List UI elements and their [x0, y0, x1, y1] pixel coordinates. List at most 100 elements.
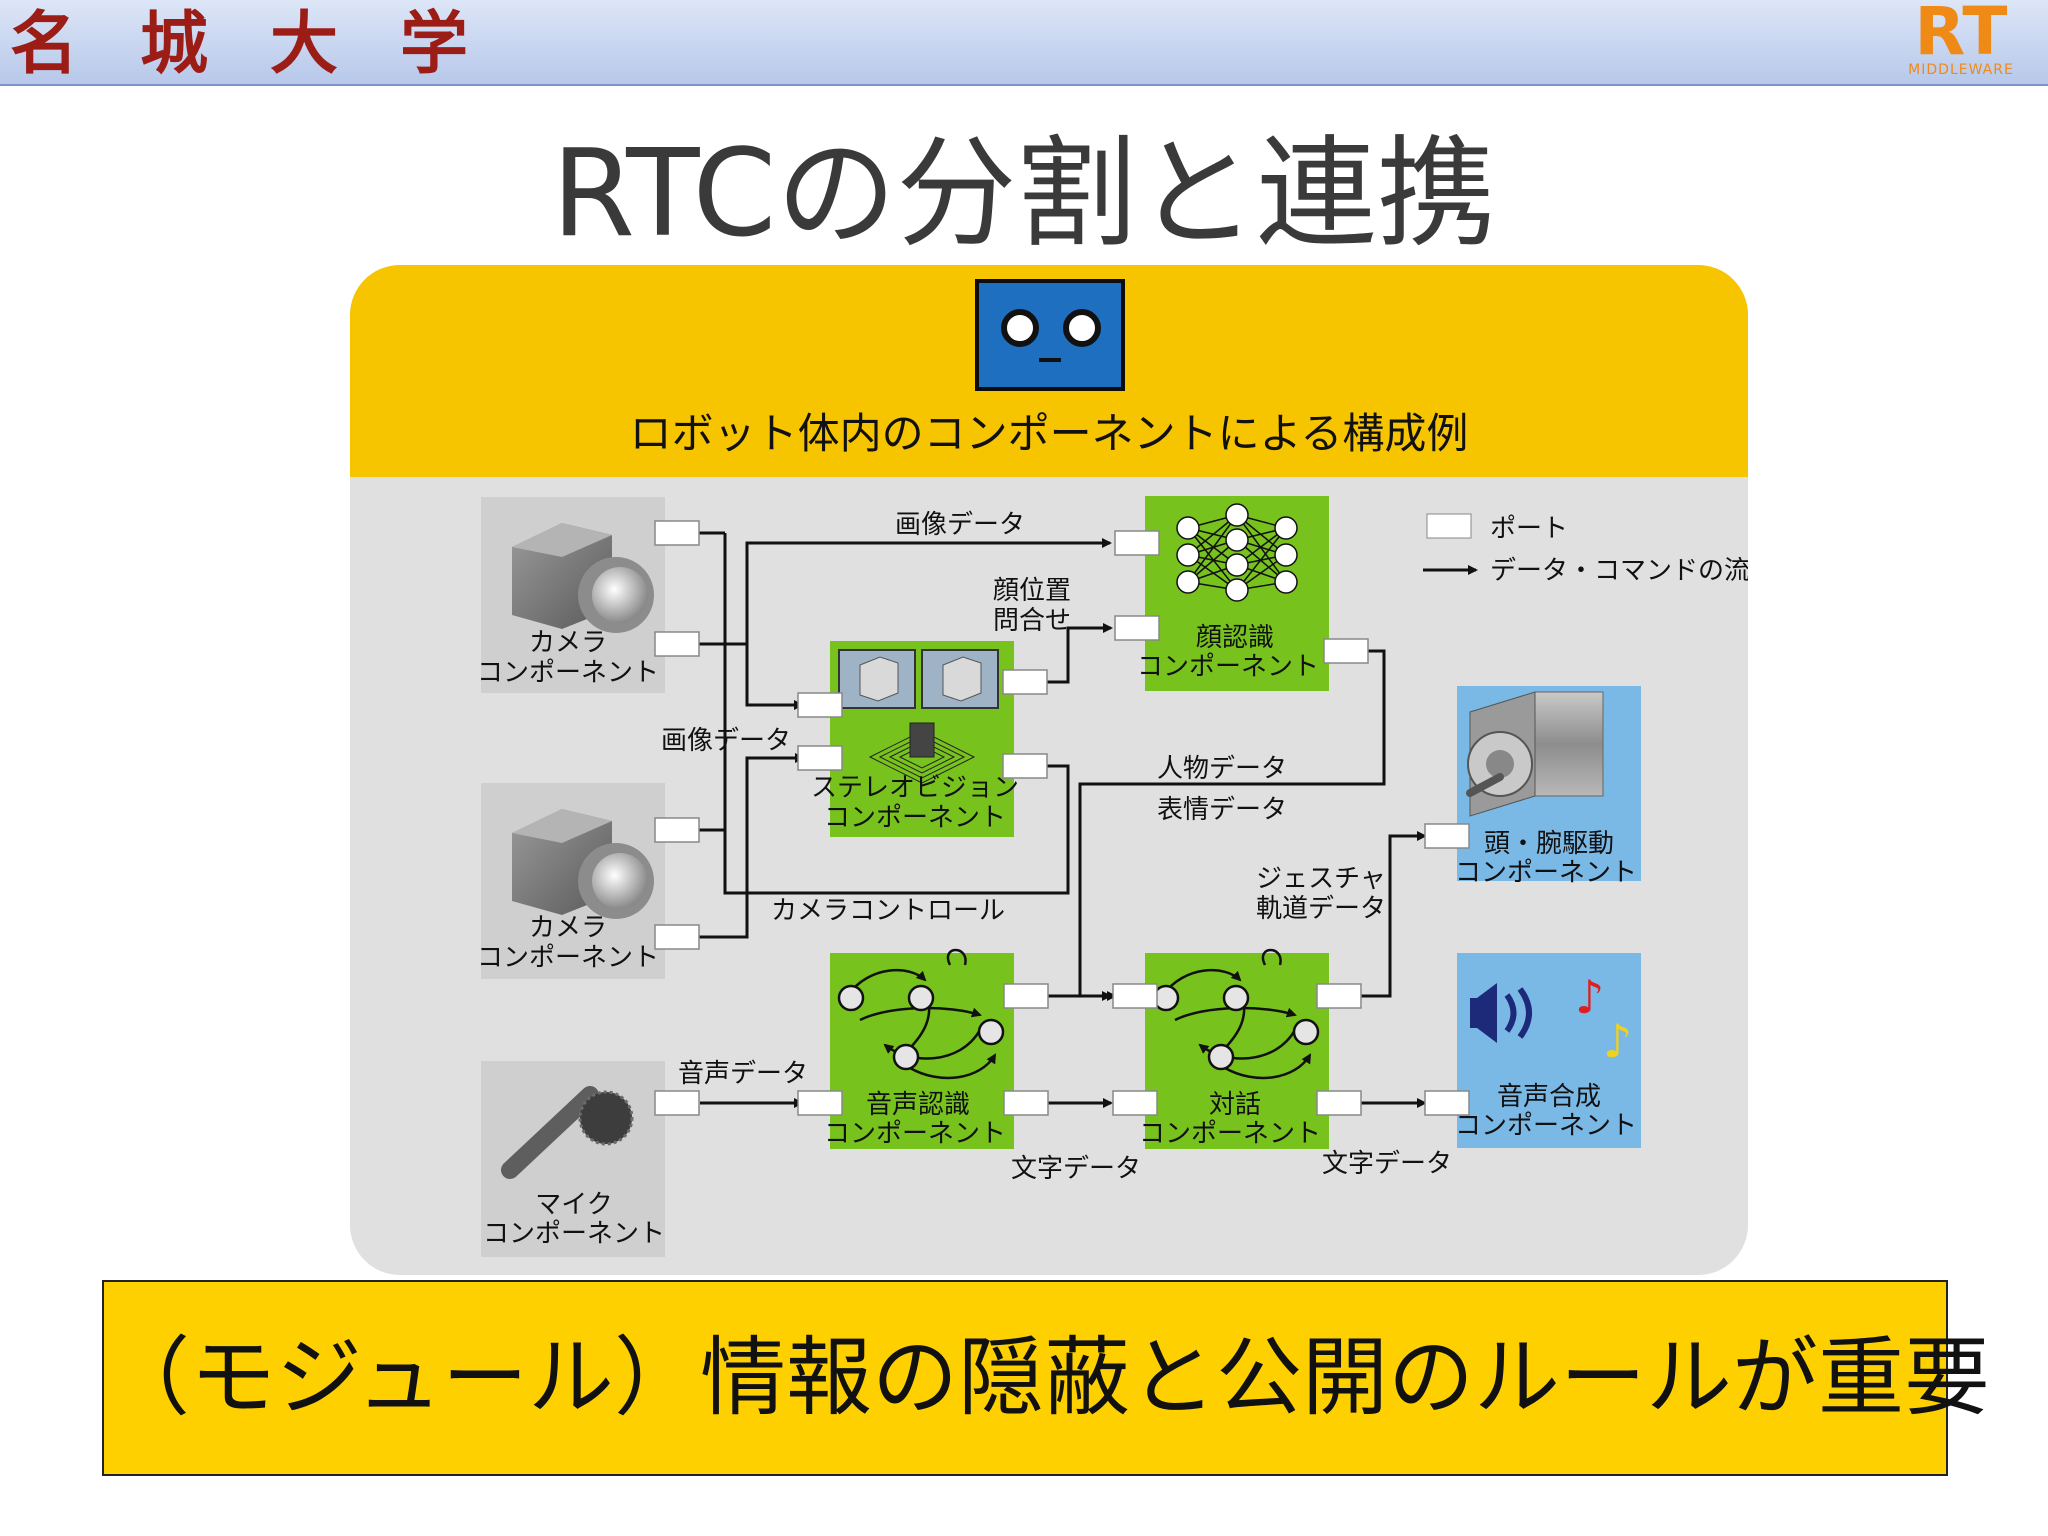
- port-cam2-out-image: [654, 924, 700, 950]
- rt-logo-text: RT: [1914, 0, 2008, 70]
- component-diagram: カメラ コンポーネント カメラ コンポーネント マイク コンポーネ: [477, 496, 1748, 1257]
- speech-synthesis-component: ♪ ♪ 音声合成 コンポーネント: [1455, 953, 1641, 1148]
- legend-port-swatch: [1426, 513, 1472, 539]
- connections: [657, 528, 1427, 1108]
- dialog-component: 対話 コンポーネント: [1139, 948, 1329, 1149]
- legend-port-label: ポート: [1490, 514, 1568, 544]
- camera-2-icon: [512, 809, 654, 919]
- rt-middleware-logo: RT MIDDLEWARE: [1896, 0, 2026, 82]
- bottom-message: （モジュール）情報の隠蔽と公開のルールが重要: [104, 1328, 1990, 1428]
- ports: [654, 520, 1470, 1116]
- camera-1-icon: [512, 523, 654, 633]
- slide-title: RTCの分割と連携: [551, 125, 1497, 264]
- stereo-images-icon: [838, 649, 999, 709]
- 3d-grid-icon: [868, 722, 976, 784]
- bottom-message-box: （モジュール）情報の隠蔽と公開のルールが重要: [102, 1280, 1990, 1476]
- face-position-query: [1023, 623, 1113, 687]
- mic-component: マイク コンポーネント: [481, 1061, 665, 1257]
- stereo-vision-label-line2: コンポーネント: [824, 803, 1006, 833]
- port-mic-out: [654, 1090, 700, 1116]
- legend: ポート データ・コマンドの流れ: [1423, 513, 1748, 586]
- label-text-data-1: 文字データ: [1011, 1154, 1141, 1184]
- label-text-data-2: 文字データ: [1322, 1149, 1452, 1179]
- port-face-out: [1323, 638, 1369, 664]
- port-face-in-query: [1114, 615, 1160, 641]
- face-recognition-label-line2: コンポーネント: [1137, 652, 1319, 682]
- face-recognition-component: 顔認識 コンポーネント: [1137, 496, 1329, 691]
- port-dialog-out-gesture: [1316, 983, 1362, 1009]
- port-speechrec-in: [797, 1090, 843, 1116]
- label-audio-data: 音声データ: [678, 1059, 808, 1089]
- speech-recognition-component: 音声認識 コンポーネント: [824, 948, 1014, 1149]
- label-person-data: 人物データ: [1157, 754, 1287, 784]
- flow-labels: 画像データ 顔位置 問合せ 画像データ 人物データ 表情データ カメラコントロー…: [661, 510, 1452, 1184]
- label-image-data-mid: 画像データ: [661, 726, 791, 756]
- camera-2-label-line1: カメラ: [529, 913, 607, 943]
- neural-network-icon: [1176, 503, 1298, 602]
- camera-component-1: カメラ コンポーネント: [477, 497, 665, 693]
- speaker-icon: [1470, 983, 1532, 1043]
- port-stereo-control-out: [1002, 753, 1048, 779]
- speech-synthesis-box: [1457, 953, 1641, 1148]
- head-arm-drive-label-line1: 頭・腕駆動: [1484, 829, 1614, 859]
- port-dialog-in-link: [1112, 983, 1158, 1009]
- cam2-image-to-stereo: [665, 753, 805, 939]
- state-machine-icon-1: [837, 948, 1005, 1080]
- label-image-data-top: 画像データ: [895, 510, 1025, 540]
- speech-recognition-label-line2: コンポーネント: [824, 1119, 1006, 1149]
- state-machine-icon-2: [1152, 948, 1320, 1080]
- port-cam2-in-control: [654, 817, 700, 843]
- stereo-vision-label-line1: ステレオビジョン: [811, 773, 1019, 803]
- port-stereo-face-query: [1002, 669, 1048, 695]
- camera-1-label-line1: カメラ: [529, 628, 607, 658]
- mic-label-line2: コンポーネント: [483, 1219, 665, 1249]
- port-cam1-out-image: [654, 631, 700, 657]
- robot-face-icon: [975, 279, 1125, 391]
- header-bar: 名城大学 RT MIDDLEWARE: [0, 0, 2048, 86]
- robot-right-eye: [1063, 309, 1101, 347]
- head-arm-drive-component: 頭・腕駆動 コンポーネント: [1455, 686, 1641, 888]
- robot-left-eye: [1001, 309, 1039, 347]
- motor-icon: [1466, 691, 1604, 817]
- label-camera-control: カメラコントロール: [771, 896, 1005, 926]
- port-cam1-out-control: [654, 520, 700, 546]
- music-note-icon: ♪ ♪: [1575, 970, 1632, 1068]
- label-gesture-line1: ジェスチャ: [1256, 864, 1386, 894]
- cam1-image-to-face: [745, 538, 1112, 644]
- stereo-vision-component: ステレオビジョン コンポーネント: [811, 641, 1019, 837]
- gesture-trajectory-flow: [1356, 831, 1427, 998]
- speech-synthesis-label-line1: 音声合成: [1497, 1082, 1601, 1112]
- panel-caption: ロボット体内のコンポーネントによる構成例: [629, 409, 1469, 458]
- yellow-music-note: ♪: [1603, 1014, 1632, 1068]
- legend-flow-label: データ・コマンドの流れ: [1490, 556, 1748, 586]
- port-dialog-in-text: [1112, 1090, 1158, 1116]
- label-face-pos-line2: 問合せ: [993, 606, 1071, 636]
- speech-recognition-label-line1: 音声認識: [866, 1090, 970, 1120]
- cam1-image-to-stereo: [665, 642, 804, 710]
- mic-label-line1: マイク: [535, 1190, 612, 1220]
- panel-header: ロボット体内のコンポーネントによる構成例: [350, 265, 1748, 477]
- label-face-pos-line1: 顔位置: [993, 576, 1071, 606]
- port-speechrec-link: [1003, 983, 1049, 1009]
- port-stereo-in-1: [797, 692, 843, 718]
- dialog-label-line2: コンポーネント: [1139, 1119, 1321, 1149]
- port-face-in-image: [1114, 530, 1160, 556]
- robot-mouth: [1039, 358, 1061, 362]
- diagram-panel: ロボット体内のコンポーネントによる構成例: [350, 265, 1748, 1275]
- label-expression-data: 表情データ: [1157, 795, 1287, 825]
- port-stereo-in-2: [797, 745, 843, 771]
- port-dialog-out-text: [1316, 1090, 1362, 1116]
- university-name: 名城大学: [10, 4, 531, 84]
- port-headarm-in: [1424, 823, 1470, 849]
- port-speechrec-out: [1003, 1090, 1049, 1116]
- camera-2-label-line2: コンポーネント: [477, 943, 659, 973]
- camera-1-label-line2: コンポーネント: [477, 658, 659, 688]
- camera-component-2: カメラ コンポーネント: [477, 783, 665, 979]
- red-music-note: ♪: [1575, 970, 1604, 1024]
- camera-control-bus: [723, 533, 1070, 895]
- rt-logo-subtext: MIDDLEWARE: [1908, 62, 2014, 78]
- label-gesture-line2: 軌道データ: [1256, 894, 1386, 924]
- face-recognition-label-line1: 顔認識: [1196, 623, 1274, 653]
- port-speechsyn-in: [1424, 1090, 1470, 1116]
- head-arm-drive-label-line2: コンポーネント: [1455, 858, 1637, 888]
